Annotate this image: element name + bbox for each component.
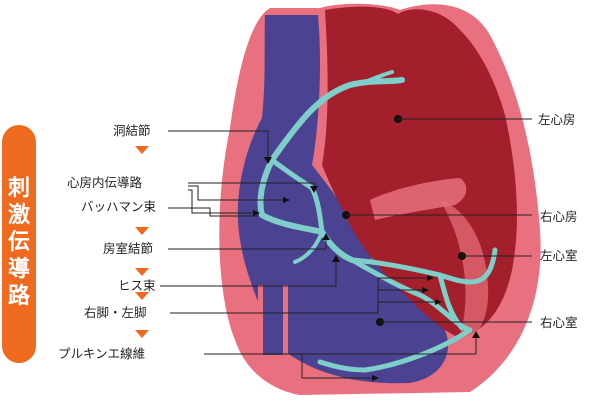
label-internodal-pathway: 心房内伝導路 [67, 175, 143, 190]
label-bachmann-bundle: バッハマン束 [81, 199, 157, 214]
inner-wall [440, 200, 489, 341]
flow-arrow-2 [135, 227, 149, 235]
flow-arrow-3 [135, 268, 149, 276]
pathway-arrowheads [253, 157, 480, 381]
flow-arrow-5 [135, 330, 149, 338]
label-right-atrium: 右心房 [540, 209, 578, 224]
label-left-atrium: 左心房 [538, 112, 576, 127]
flow-arrow-4 [135, 292, 149, 300]
banner-char-1: 刺 [7, 176, 30, 201]
conduction-system-banner: 刺 激 伝 導 路 [2, 125, 36, 363]
label-left-ventricle: 左心室 [540, 248, 578, 263]
septum [370, 178, 467, 220]
label-bundle-branches: 右脚・左脚 [84, 305, 147, 320]
label-sa-node: 洞結節 [113, 123, 151, 138]
label-right-ventricle: 右心室 [540, 315, 578, 330]
banner-char-3: 伝 [7, 230, 30, 255]
leader-lines-right [342, 115, 532, 326]
vena-cava-inner [263, 285, 283, 355]
right-heart-region [237, 15, 449, 384]
banner-label: 刺 激 伝 導 路 [2, 175, 36, 310]
label-purkinje-fibers: プルキンエ線維 [58, 346, 145, 361]
banner-char-4: 導 [7, 257, 30, 282]
flow-arrow-1 [135, 146, 149, 154]
banner-char-5: 路 [7, 284, 30, 309]
banner-char-2: 激 [7, 203, 30, 228]
label-av-node: 房室結節 [103, 241, 153, 256]
leader-lines-left [160, 130, 477, 379]
label-his-bundle: ヒス束 [118, 278, 156, 293]
